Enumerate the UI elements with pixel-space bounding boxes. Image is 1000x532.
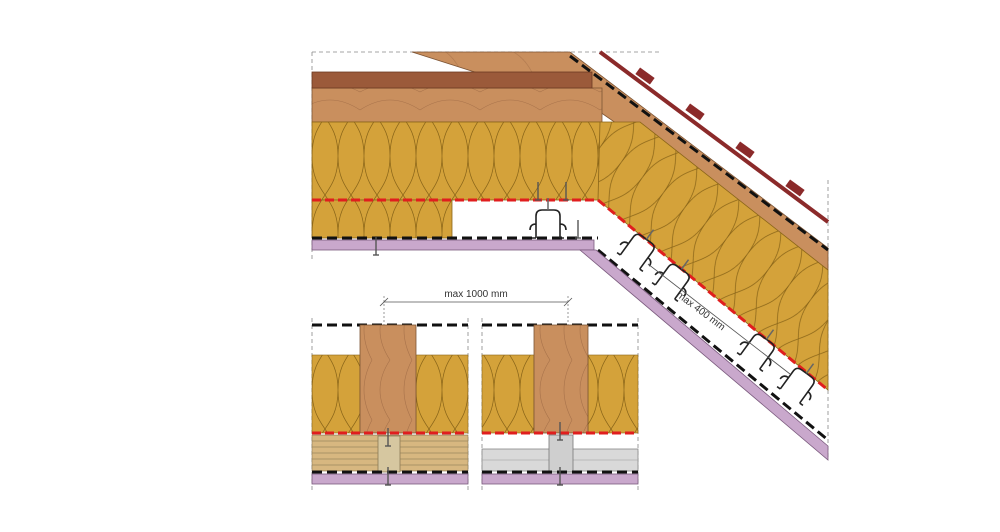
tie-beam-timber xyxy=(311,87,603,123)
insulation-slope xyxy=(597,121,829,391)
roof-tiles xyxy=(598,50,830,224)
insulation-left-a xyxy=(311,354,361,434)
slope-dimension-line xyxy=(647,263,791,375)
detail-b xyxy=(481,318,639,490)
main-section: max 400 mm xyxy=(311,50,830,461)
rafter-b xyxy=(533,324,589,434)
hanger-bracket-icon xyxy=(529,197,567,239)
screw-icon xyxy=(574,219,582,239)
insulation-right-b xyxy=(587,354,639,434)
top-spacing-label: max 1000 mm xyxy=(444,289,507,300)
insulation-right-a xyxy=(415,354,469,434)
insulation-left-b xyxy=(481,354,535,434)
ridge-board xyxy=(311,71,593,89)
plasterboard-slope xyxy=(578,249,829,461)
spacing-dimension: max 1000 mm xyxy=(379,289,573,325)
service-insulation-horizontal xyxy=(311,199,453,239)
hanger-plate-b xyxy=(548,434,574,473)
hanger-plate-a xyxy=(377,435,401,473)
plasterboard-horizontal xyxy=(311,239,595,251)
insulation-horizontal xyxy=(311,121,603,201)
membrane-slope xyxy=(597,248,829,442)
roof-membrane-slope xyxy=(569,54,829,252)
detail-a xyxy=(311,318,469,490)
rafter-a xyxy=(359,324,417,434)
vapour-barrier-slope xyxy=(597,198,829,392)
plasterboard-a xyxy=(311,473,469,485)
